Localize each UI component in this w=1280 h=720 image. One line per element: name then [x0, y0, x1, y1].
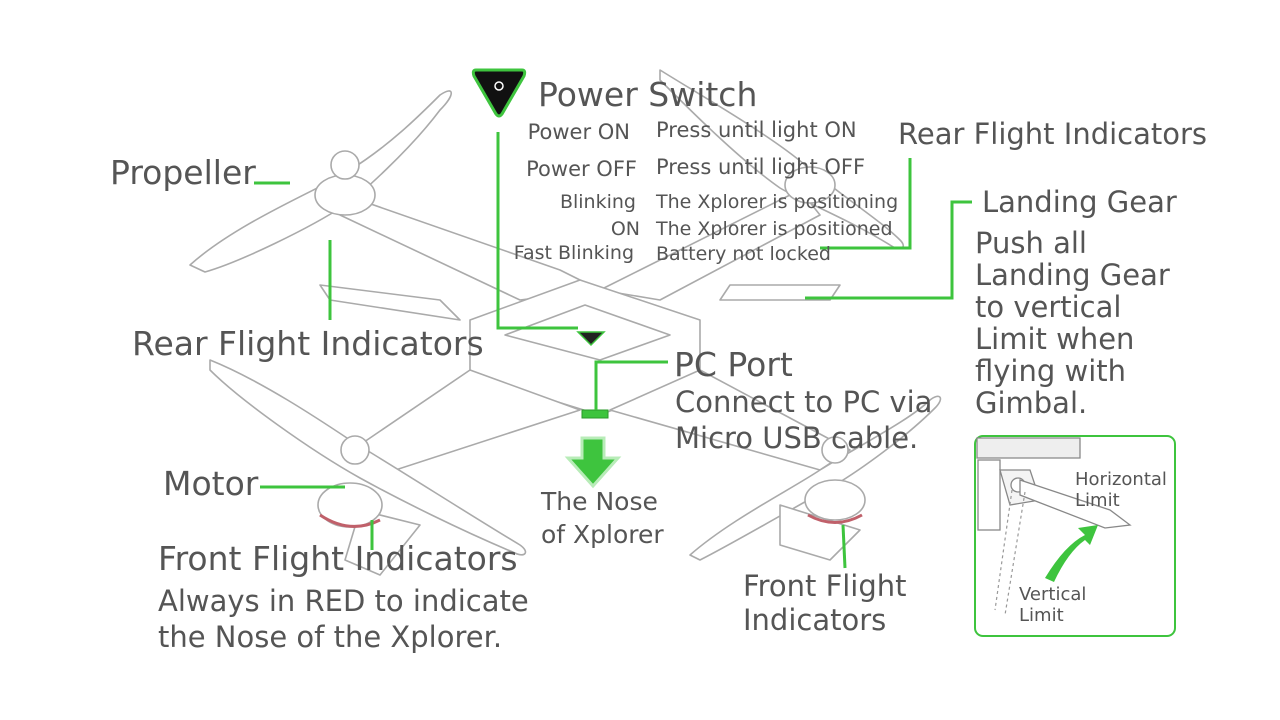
- pc-port-leader: [594, 360, 668, 410]
- pc-port-label: PC Port: [674, 345, 793, 384]
- rear-right-motor: [784, 166, 836, 204]
- power-state-desc: Battery not locked: [656, 243, 831, 265]
- horizontal-limit-label: Horizontal Limit: [1075, 469, 1167, 511]
- pc-port-desc-line: Connect to PC via: [675, 385, 933, 419]
- front-flight-right-leader: [841, 524, 847, 569]
- front-right-red-indicator: [807, 513, 863, 524]
- front-flight-desc-line: Always in RED to indicate: [158, 584, 529, 618]
- right-landing-gear: [719, 284, 841, 301]
- power-state-label: ON: [610, 218, 640, 240]
- nose-label-line: The Nose: [541, 487, 658, 516]
- inset-curved-arrow: [1045, 525, 1098, 582]
- front-flight-indicators-right-line: Indicators: [743, 603, 887, 637]
- front-right-motor: [804, 479, 866, 521]
- power-state-desc: The Xplorer is positioned: [656, 218, 893, 240]
- power-state-label: Power OFF: [526, 157, 637, 181]
- power-switch-leader: [496, 132, 578, 330]
- left-landing-gear: [319, 284, 461, 321]
- pc-port-desc-line: Micro USB cable.: [675, 421, 919, 455]
- motor-label: Motor: [163, 464, 259, 503]
- power-state-label: Fast Blinking: [513, 242, 634, 264]
- body-pc-port: [581, 409, 609, 419]
- power-state-desc: The Xplorer is positioning: [656, 191, 899, 213]
- front-right-propeller: [689, 395, 942, 561]
- power-switch-title: Power Switch: [538, 75, 758, 114]
- front-flight-indicators-left-label: Front Flight Indicators: [158, 539, 518, 578]
- rear-right-arm: [599, 189, 821, 301]
- rear-flight-right-leader: [820, 158, 912, 250]
- landing-gear-label: Landing Gear: [982, 185, 1177, 219]
- power-state-desc: Press until light ON: [656, 118, 857, 142]
- body-power-switch: [576, 331, 606, 347]
- power-button-icon: [471, 68, 527, 118]
- rear-left-motor: [314, 174, 376, 216]
- propeller-label: Propeller: [110, 153, 256, 192]
- nose-arrow-icon: [564, 436, 622, 489]
- landing-gear-leader: [805, 200, 972, 300]
- front-left-red-indicator: [319, 513, 381, 528]
- rear-flight-indicators-left-label: Rear Flight Indicators: [132, 324, 484, 363]
- rear-flight-indicators-right-label: Rear Flight Indicators: [898, 117, 1208, 151]
- power-state-label: Power ON: [527, 120, 630, 144]
- front-flight-desc-line: the Nose of the Xplorer.: [158, 620, 503, 654]
- landing-gear-inset: [974, 435, 1176, 637]
- front-flight-indicators-right-line: Front Flight: [743, 569, 907, 603]
- power-state-desc: Press until light OFF: [656, 155, 866, 179]
- vertical-limit-label: Vertical Limit: [1019, 584, 1087, 626]
- power-state-label: Blinking: [559, 191, 636, 213]
- nose-label-line: of Xplorer: [541, 520, 664, 549]
